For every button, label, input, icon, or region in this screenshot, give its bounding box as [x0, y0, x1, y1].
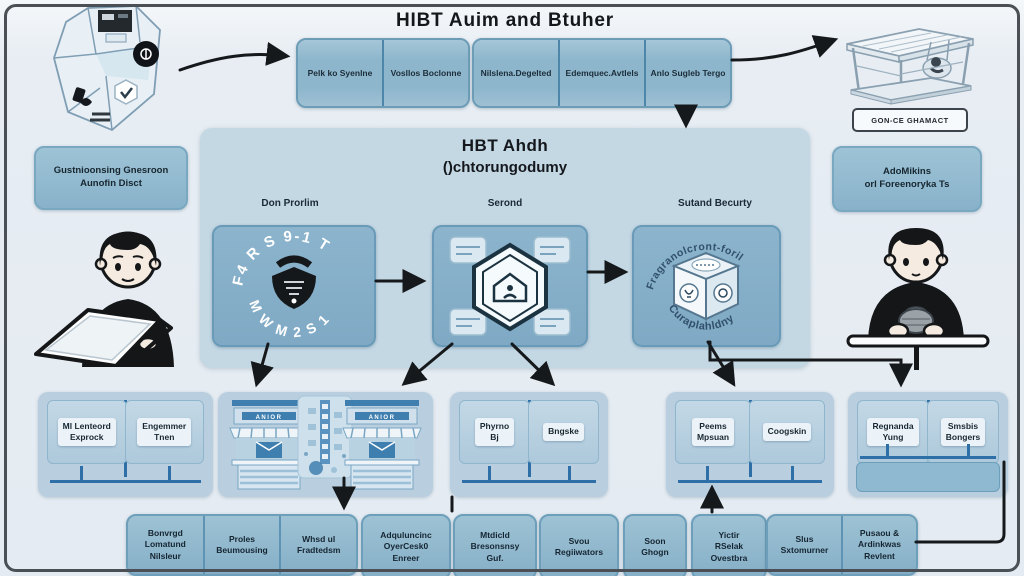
bottom-box-8: Yictir RSelak Ovestbra — [691, 514, 767, 576]
doc-label: Coogskin — [762, 423, 812, 441]
connector-bar — [678, 480, 822, 483]
central-title: HBT Ahdh — [461, 136, 549, 155]
top-box-cell: Pelk ko Syenlne — [298, 40, 384, 106]
connector-stub — [791, 466, 794, 480]
doc-label: Phyrno Bj — [474, 417, 515, 447]
bottom-box-7: Soon Ghogn — [623, 514, 687, 576]
column-label-3: Sutand Becurty — [678, 198, 752, 209]
node-badge: F4 R S 9-1 T M W M 2 S 1 — [212, 225, 376, 347]
connector-stub — [79, 466, 83, 480]
mid-group-market: ANIOR — [218, 392, 433, 497]
connector-bar — [860, 456, 996, 459]
top-box-cell: Anlo Sugleb Tergo — [646, 40, 730, 106]
bottom-box-4: Adquluncinc OyerCesk0 Enreer — [361, 514, 451, 576]
circuit-icon — [297, 395, 353, 479]
person-laptop-icon — [34, 231, 174, 367]
bottom-cell: Whsd ul Fradtedsm — [296, 533, 341, 555]
doc-cell: Regnanda Yung — [857, 400, 929, 464]
gazebo-icon — [846, 28, 974, 105]
top-box-group-1: Pelk ko Syenlne Vosllos Boclonne — [296, 38, 470, 108]
connector-bar — [462, 480, 596, 483]
top-box-cell: Nilslena.Degelted — [474, 40, 560, 106]
mid-group-b: Peems Mpsuan Coogskin — [666, 392, 834, 497]
left-info-box: Gustnioonsing Gnesroon Aunofin Disct — [34, 146, 188, 210]
badge-icon: F4 R S 9-1 T M W M 2 S 1 — [229, 228, 331, 340]
svg-text:ANIOR: ANIOR — [369, 415, 396, 421]
bottom-box-6: Svou Regiiwators — [539, 514, 619, 576]
floorplan-icon — [53, 5, 161, 132]
bottom-cell: Pusaou & Ardinkwas Revlent — [858, 528, 901, 561]
central-panel: HBT Ahdh ()chtorungodumy Don Prorlim Ser… — [200, 128, 810, 368]
connector-stub — [487, 466, 491, 480]
mid-group-a: Phyrno Bj Bngske — [450, 392, 608, 497]
connector-stub — [168, 466, 172, 480]
column-label-1: Don Prorlim — [261, 198, 319, 209]
svg-text:ANIOR: ANIOR — [256, 415, 283, 421]
doc-cell: Ml Lenteord Exprock — [47, 400, 127, 464]
bottom-cell: Proles Beumousing — [205, 516, 282, 574]
mid-group-left: Ml Lenteord Exprock Engemmer Tnen — [38, 392, 213, 497]
person-desk-icon — [846, 228, 990, 370]
storefront-icon: ANIOR — [229, 400, 309, 490]
cube-icon: Fragranolcront-foril Curaplahldny — [644, 241, 745, 333]
doc-cell: Peems Mpsuan — [675, 400, 751, 464]
column-label-2: Serond — [487, 198, 523, 209]
top-box-cell: Vosllos Boclonne — [384, 40, 468, 106]
connector-stub — [967, 444, 970, 456]
doc-label: Smsbis Bongers — [940, 417, 986, 447]
hexagon-icon — [449, 236, 571, 336]
doc-cell: Bngske — [528, 400, 599, 464]
connector-bar — [50, 480, 201, 483]
doc-cell: Smsbis Bongers — [927, 400, 999, 464]
connector-stub — [567, 466, 571, 480]
top-box-cell: Edemquec.Avtlels — [560, 40, 646, 106]
page-title: HIBT Auim and Btuher — [396, 10, 614, 31]
bottom-cell: Bonvrgd Lomatund Nilsleur — [128, 516, 205, 574]
bottom-box-group-1: Bonvrgd Lomatund Nilsleur Proles Beumous… — [126, 514, 358, 576]
node-hexagon — [432, 225, 588, 347]
connector-stub — [706, 466, 709, 480]
right-info-box: AdoMikins orl Foreenoryka Ts — [832, 146, 982, 212]
storefront-icon: ANIOR — [342, 400, 422, 490]
doc-cell: Coogskin — [749, 400, 825, 464]
node-cube: Fragranolcront-foril Curaplahldny — [632, 225, 781, 347]
doc-cell: Phyrno Bj — [459, 400, 530, 464]
central-subtitle: ()chtorungodumy — [442, 159, 568, 176]
doc-label: Bngske — [543, 423, 584, 441]
doc-label: Regnanda Yung — [867, 417, 919, 447]
doc-label: Engemmer Tnen — [137, 417, 192, 447]
gazebo-caption: GON-CE GHAMACT — [852, 108, 968, 132]
doc-label: Ml Lenteord Exprock — [57, 417, 116, 447]
top-box-group-2: Nilslena.Degelted Edemquec.Avtlels Anlo … — [472, 38, 732, 108]
bottom-box-group-2: Slus Sxtomurner Pusaou & Ardinkwas Revle… — [766, 514, 918, 576]
bottom-box-5: Mtdicld Bresonsnsy Guf. — [453, 514, 537, 576]
doc-label: Peems Mpsuan — [691, 417, 735, 447]
doc-cell: Engemmer Tnen — [124, 400, 204, 464]
connector-stub — [886, 444, 889, 456]
mid-group-right: Regnanda Yung Smsbis Bongers — [848, 392, 1008, 497]
sub-box — [856, 462, 1000, 492]
bottom-cell: Slus Sxtomurner — [768, 516, 843, 574]
